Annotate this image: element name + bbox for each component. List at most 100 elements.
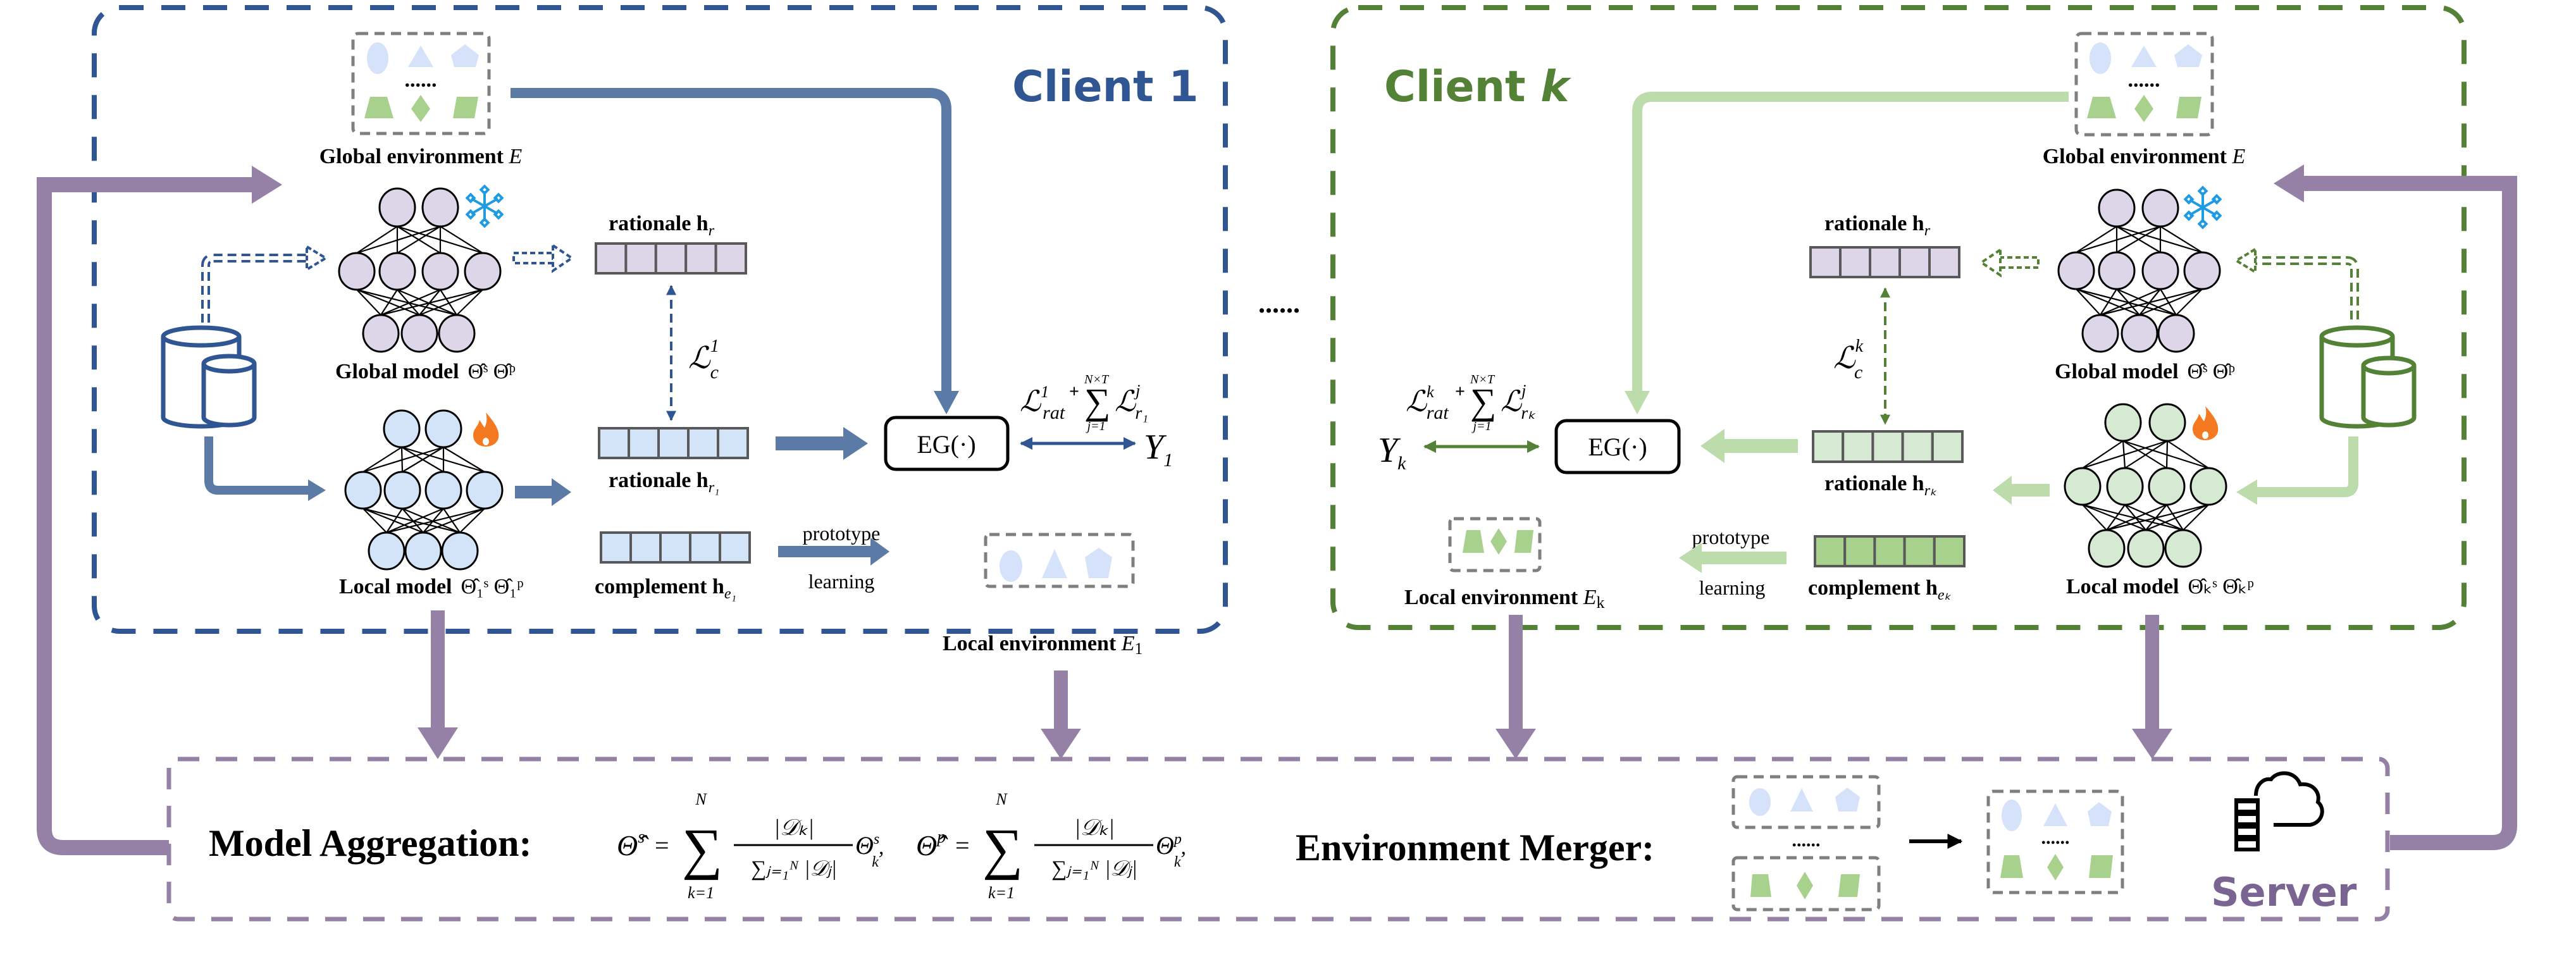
client-1-database-icon: [161, 325, 257, 429]
network-edge: [2145, 504, 2167, 531]
vector-cell: [1842, 430, 1874, 463]
network-edge: [397, 225, 483, 254]
network-node: [2106, 467, 2144, 506]
network-edge: [2082, 504, 2184, 531]
network-edge: [2124, 504, 2184, 531]
network-node: [441, 531, 479, 571]
parallelogram-prototype-icon: [453, 97, 478, 118]
network-node: [2081, 314, 2119, 353]
network-node: [421, 187, 459, 228]
network-edge: [356, 226, 398, 254]
rationale-to-eg-arrow: [1722, 439, 1798, 453]
network-node: [424, 471, 462, 510]
vector-cell: [687, 427, 719, 459]
network-edge: [2082, 504, 2107, 531]
arrowhead: [1625, 391, 1650, 414]
svg-text:Θ̂s: Θ̂s: [617, 827, 649, 862]
server-to-client-k-feedback-arrow: [2303, 176, 2517, 850]
merger-input-dots: ......: [1792, 830, 1821, 851]
triangle-prototype-icon: [408, 46, 433, 67]
vector-cell: [629, 531, 662, 564]
vector-cell: [659, 531, 691, 564]
network-node: [421, 252, 459, 291]
svg-text:∑ⱼ₌₁ᴺ |𝒟ⱼ|: ∑ⱼ₌₁ᴺ |𝒟ⱼ|: [1051, 857, 1137, 881]
client-k-model-upload-arrow: [2145, 615, 2159, 731]
network-edge: [440, 289, 457, 316]
client-k-rationale-global-vector: [1809, 246, 1960, 278]
network-edge: [423, 507, 485, 534]
prototype-learning-label-top: prototype: [803, 522, 881, 545]
client-1-title: Client 1: [1012, 62, 1199, 112]
arrowhead: [418, 727, 458, 759]
network-edge: [2116, 225, 2203, 254]
svg-text:Θsk,: Θsk,: [855, 831, 884, 870]
diamond-prototype-icon: [411, 95, 430, 122]
network-edge: [443, 508, 461, 533]
server-flow-arrows: [37, 164, 2517, 855]
arrowhead: [843, 427, 868, 460]
network-edge: [362, 508, 387, 533]
server-border: [166, 757, 2390, 922]
network-node: [2057, 251, 2095, 290]
network-edge: [2082, 440, 2124, 469]
svg-text:j=1: j=1: [1471, 419, 1491, 433]
network-edge: [2076, 225, 2161, 254]
network-node: [2064, 467, 2102, 506]
network-node: [362, 314, 400, 353]
svg-text:k=1: k=1: [688, 884, 714, 902]
arrowhead: [552, 478, 571, 506]
svg-text:|𝒟ₖ|: |𝒟ₖ|: [774, 815, 814, 840]
network-node: [2098, 188, 2136, 228]
client-k-eg-box: [1554, 419, 1681, 474]
arrowhead: [552, 243, 574, 273]
prototype-learning-label-bottom: learning: [1699, 576, 1766, 599]
network-edge: [2139, 288, 2203, 316]
vector-cell: [1869, 246, 1901, 278]
network-edge: [362, 446, 444, 473]
arrowhead: [252, 166, 282, 204]
prototype-learning-label-top: prototype: [1692, 526, 1770, 548]
network-edge: [2082, 504, 2146, 531]
network-node: [424, 409, 462, 448]
arrowhead: [2132, 729, 2172, 759]
network-node: [383, 471, 421, 510]
client-k-global-environment-box: ......: [2074, 32, 2214, 137]
client-1-env-upload-arrow: [1054, 670, 1068, 731]
vector-cell: [684, 242, 717, 275]
vector-cell: [717, 427, 749, 459]
network-edge: [2100, 288, 2161, 316]
arrowhead: [2274, 164, 2304, 202]
client-k-border: [1330, 5, 2467, 630]
network-node: [368, 531, 406, 571]
client-1-panel: Client 1 ...... Global environment E: [92, 5, 1228, 658]
global-env-to-eg-arrow: [511, 88, 951, 392]
vector-cell: [598, 427, 630, 459]
network-edge: [2082, 440, 2168, 469]
network-node: [464, 252, 502, 291]
svg-text:+: +: [1069, 382, 1079, 402]
network-edge: [419, 288, 483, 316]
network-edge: [2100, 288, 2203, 316]
arrowhead: [2234, 247, 2257, 275]
vector-cell: [1933, 535, 1966, 567]
client-1-eg-box: [884, 416, 1010, 471]
svg-text:∑: ∑: [1084, 381, 1110, 422]
svg-text:=: =: [655, 831, 669, 860]
client-1-rationale-global-vector: [595, 242, 747, 275]
network-node: [438, 314, 476, 353]
svg-text:......: ......: [2041, 827, 2070, 848]
network-edge: [362, 447, 402, 473]
client-separator-dots: ......: [1258, 288, 1300, 319]
client-1-rationale-global-label: rationale hr: [609, 212, 715, 239]
svg-text:N: N: [695, 790, 707, 808]
server-title: Server: [2211, 869, 2357, 915]
client-1-complement-label: complement he₁: [595, 575, 736, 602]
merged-environment-box: ......: [1986, 789, 2124, 894]
vector-cell: [595, 242, 628, 275]
network-edge: [401, 447, 444, 473]
